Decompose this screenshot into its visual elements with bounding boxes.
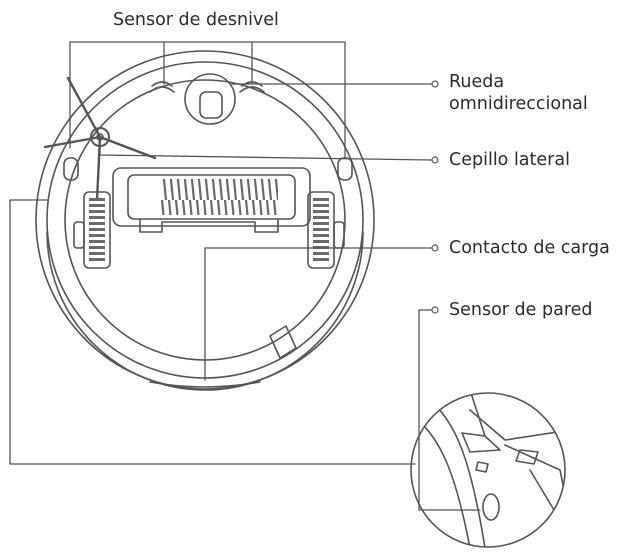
leader-cliff-sensor (69, 41, 346, 159)
leader-wall-sensor (418, 309, 481, 511)
zoom-detail (410, 392, 566, 548)
cliff-sensor-left (63, 157, 79, 181)
label-wall-sensor: Sensor de pared (449, 300, 593, 320)
cliff-sensor-right (337, 157, 353, 181)
wall-sensor-window (269, 325, 297, 359)
leader-charging-contact (204, 247, 433, 381)
label-side-brush: Cepillo lateral (449, 150, 570, 170)
label-charging-contact: Contacto de carga (449, 238, 610, 258)
main-brush (112, 167, 311, 233)
wall-sensor-zoom (482, 493, 500, 521)
bumper-seam (46, 231, 364, 391)
label-omni-wheel-line1: Rueda (449, 72, 505, 92)
front-edge (149, 381, 261, 388)
leader-lines (9, 41, 481, 511)
label-omni-wheel-line2: omnidireccional (449, 94, 588, 114)
outer-shell (35, 50, 375, 390)
leader-side-brush (99, 145, 433, 161)
omni-wheel (184, 73, 236, 125)
label-cliff-sensor: Sensor de desnivel (113, 10, 279, 30)
leader-zoom-bracket (9, 199, 416, 465)
leader-dots (431, 80, 439, 314)
roller-bristles (160, 179, 278, 215)
